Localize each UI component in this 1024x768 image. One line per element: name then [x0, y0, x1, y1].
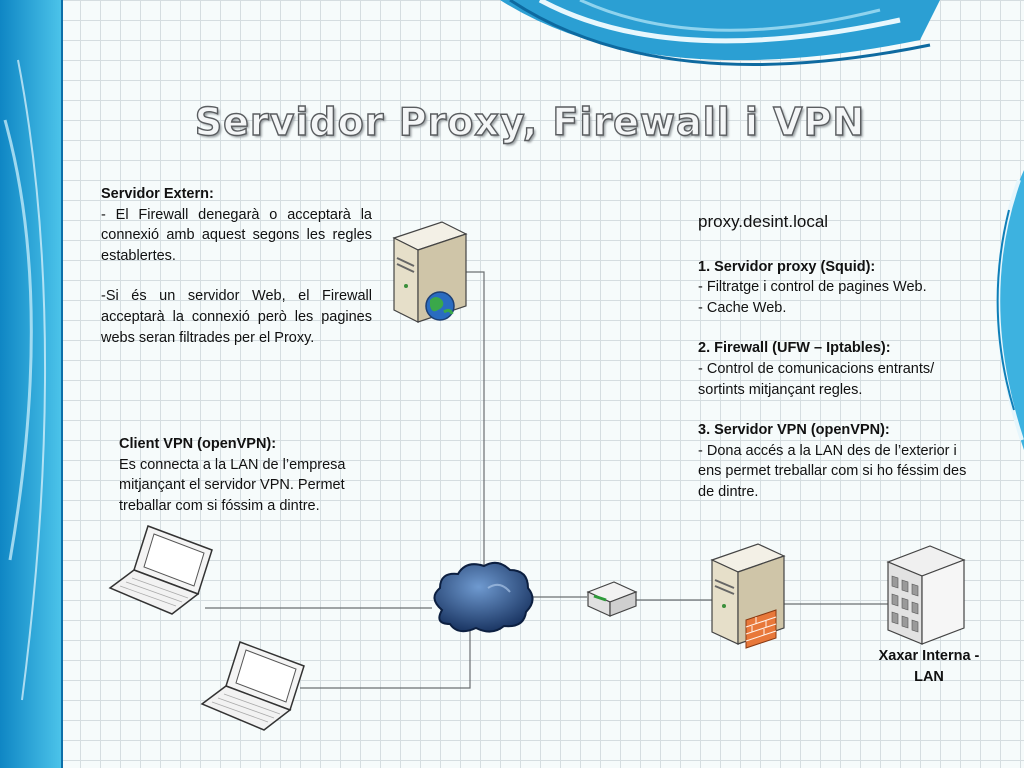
lan-label-text: Xaxar Interna - LAN [878, 648, 980, 685]
proxy-s1-line1: - Filtratge i control de pagines Web. [698, 279, 927, 296]
building-icon [886, 545, 966, 645]
client-vpn-heading: Client VPN (openVPN): [119, 436, 277, 452]
laptop-icon-2 [200, 641, 305, 731]
laptop-icon [108, 525, 213, 615]
proxy-s1-heading: 1. Servidor proxy (Squid): [698, 258, 876, 275]
proxy-s3-heading: 3. Servidor VPN (openVPN): [698, 422, 890, 439]
internet-cloud-icon [433, 561, 534, 633]
web-server-icon [392, 221, 468, 323]
proxy-hostname: proxy.desint.local [698, 212, 829, 231]
external-server-line1: - El Firewall denegarà o acceptarà la co… [101, 206, 372, 264]
proxy-s2-line1: - Control de comunicacions entrants/ sor… [698, 360, 935, 398]
client-vpn-text: Es connecta a la LAN de l’empresa mitjan… [119, 456, 346, 514]
proxy-s1-line2: - Cache Web. [698, 299, 787, 316]
firewall-server-icon [710, 543, 786, 649]
lan-label: Xaxar Interna - LAN [868, 646, 990, 687]
proxy-s3-line1: - Dona accés a la LAN des de l’exterior … [698, 442, 967, 500]
client-vpn-note: Client VPN (openVPN): Es connecta a la L… [119, 434, 369, 516]
proxy-s2-heading: 2. Firewall (UFW – Iptables): [698, 340, 891, 357]
router-icon [586, 581, 638, 617]
external-server-line2: -Si és un servidor Web, el Firewall acce… [101, 288, 372, 346]
proxy-description: proxy.desint.local 1. Servidor proxy (Sq… [698, 212, 980, 503]
left-swoosh-decoration [0, 0, 63, 768]
top-swoosh-decoration [500, 0, 940, 67]
external-server-heading: Servidor Extern: [101, 186, 214, 202]
right-swoosh-decoration [996, 170, 1024, 450]
page-title: Servidor Proxy, Firewall i VPN [194, 99, 866, 144]
external-server-note: Servidor Extern: - El Firewall denegarà … [101, 184, 372, 348]
